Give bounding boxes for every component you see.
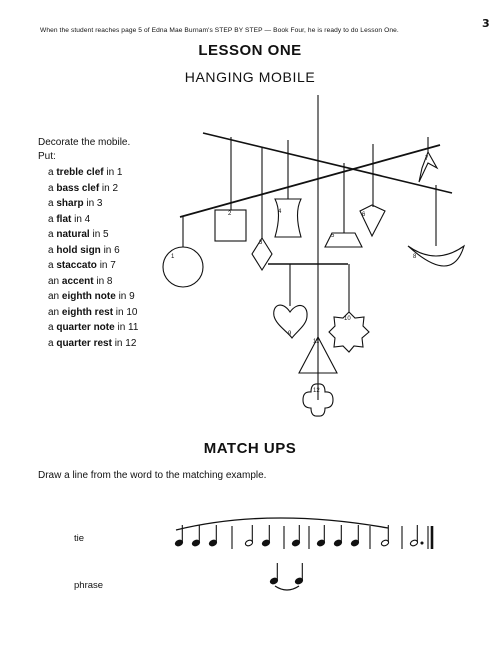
put-item-article: a — [48, 337, 54, 349]
mobile-number: 9 — [288, 331, 292, 337]
put-list-item: an eighth note in 9 — [48, 289, 138, 305]
mobile-shape-square — [214, 209, 247, 242]
mobile-shape-triangle — [298, 335, 338, 374]
mobile-number: 4 — [278, 209, 282, 215]
mobile-number: 10 — [344, 316, 351, 322]
mobile-shape-diamond — [251, 236, 273, 272]
put-item-term: flat — [56, 213, 72, 225]
mobile-shape-crescent — [407, 244, 465, 267]
page-number: 3 — [482, 17, 490, 30]
put-list-item: a bass clef in 2 — [48, 181, 138, 197]
put-item-suffix: in 4 — [71, 213, 91, 225]
put-item-article: a — [48, 229, 54, 240]
put-item-article: an — [48, 275, 60, 287]
put-item-suffix: in 5 — [89, 229, 109, 240]
mobile-shape-concave — [274, 198, 302, 238]
mobile-shape-trapezoid — [324, 232, 363, 248]
put-item-article: a — [48, 322, 54, 333]
put-item-suffix: in 6 — [100, 244, 120, 256]
put-list-item: a quarter note in 11 — [48, 320, 138, 336]
mobile-shape-star — [328, 311, 370, 353]
put-item-term: staccato — [56, 260, 97, 271]
put-item-suffix: in 8 — [93, 275, 113, 287]
put-list-item: a natural in 5 — [48, 227, 138, 243]
put-list-item: a hold sign in 6 — [48, 243, 138, 259]
mobile-shape-arrow — [418, 150, 439, 183]
put-item-article: a — [48, 213, 54, 225]
mobile-number: 11 — [313, 339, 320, 345]
put-list-item: a flat in 4 — [48, 212, 138, 228]
mobile-number: 3 — [259, 240, 263, 246]
mobile-bar-upper — [202, 132, 453, 194]
match-ups-instruction: Draw a line from the word to the matchin… — [38, 470, 267, 481]
lesson-subtitle: HANGING MOBILE — [184, 69, 316, 85]
decorate-instruction: Decorate the mobile. — [38, 137, 131, 148]
put-item-suffix: in 2 — [99, 182, 119, 194]
mobile-number: 8 — [413, 254, 417, 260]
put-item-article: a — [48, 260, 54, 271]
lesson-title: LESSON ONE — [198, 42, 302, 59]
match-word-phrase: phrase — [74, 580, 104, 591]
put-item-term: sharp — [56, 198, 84, 209]
put-item-article: a — [48, 167, 54, 178]
put-item-term: quarter note — [56, 322, 115, 333]
intro-text: When the student reaches page 5 of Edna … — [40, 27, 399, 34]
put-item-article: a — [48, 182, 54, 194]
mobile-number: 2 — [228, 211, 232, 217]
put-item-suffix: in 10 — [113, 306, 138, 318]
mobile-number: 7 — [425, 156, 429, 162]
put-item-suffix: in 3 — [83, 198, 103, 209]
mobile-number: 12 — [313, 388, 320, 394]
put-item-term: eighth note — [61, 291, 116, 302]
put-label: Put: — [38, 151, 56, 162]
put-item-suffix: in 1 — [103, 167, 123, 178]
mobile-shape-cloud — [302, 383, 334, 417]
put-item-article: a — [48, 244, 54, 256]
put-item-article: an — [48, 306, 60, 318]
put-item-article: a — [48, 198, 54, 209]
match-ups-title: MATCH UPS — [203, 440, 297, 457]
put-item-term: bass clef — [56, 182, 100, 194]
phrase-slur — [175, 517, 389, 531]
put-item-term: eighth rest — [61, 306, 114, 318]
put-item-suffix: in 12 — [111, 337, 137, 349]
put-list-item: a sharp in 3 — [48, 196, 138, 212]
put-list-item: a treble clef in 1 — [48, 165, 138, 181]
mobile-number: 6 — [362, 212, 366, 218]
put-item-term: hold sign — [56, 244, 101, 256]
mobile-shape-kite — [359, 204, 386, 238]
put-item-article: an — [48, 291, 60, 302]
put-item-term: treble clef — [56, 167, 104, 178]
put-list-item: a staccato in 7 — [48, 258, 138, 274]
put-list-item: an accent in 8 — [48, 274, 138, 290]
put-item-term: quarter rest — [56, 337, 112, 349]
mobile-number: 1 — [171, 254, 175, 260]
tie-curve — [274, 585, 300, 591]
put-list-item: an eighth rest in 10 — [48, 305, 138, 321]
put-item-suffix: in 7 — [96, 260, 116, 271]
match-word-tie: tie — [74, 533, 85, 544]
put-item-suffix: in 9 — [115, 291, 135, 302]
mobile-bar-lower — [179, 144, 441, 218]
put-item-term: accent — [61, 275, 94, 287]
mobile-number: 5 — [331, 233, 335, 239]
put-list-item: a quarter rest in 12 — [48, 336, 138, 352]
mobile-shape-circle — [162, 246, 204, 288]
put-item-suffix: in 11 — [114, 322, 139, 333]
put-item-term: natural — [56, 229, 90, 240]
mobile-shape-heart — [273, 304, 308, 339]
